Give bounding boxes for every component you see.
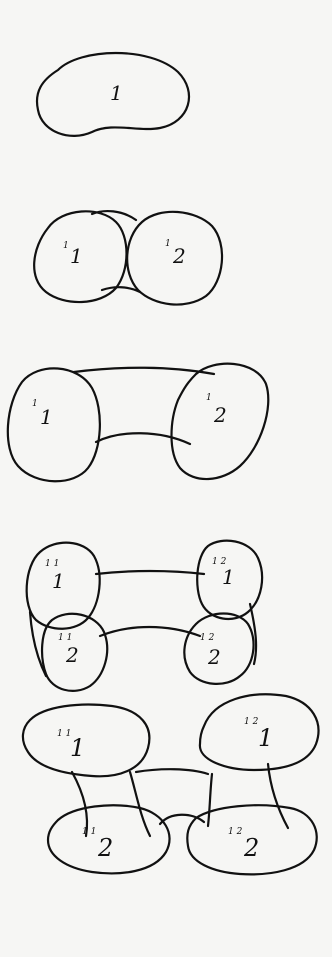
cell-left-lower-superscript: 1 1 xyxy=(82,827,96,837)
bridge-top xyxy=(74,368,214,374)
left-stalk-right xyxy=(130,772,150,836)
cell-left-upper-superscript: 1 1 xyxy=(45,559,59,569)
cell-left-lower-superscript: 1 1 xyxy=(58,633,72,643)
cell-right-superscript: 1 xyxy=(165,239,171,249)
bridge-bottom xyxy=(96,433,190,444)
connector-bottom xyxy=(102,287,140,292)
cell-right-label: 2 xyxy=(172,244,186,268)
stage-1: 1 xyxy=(37,53,189,136)
bridge-bottom xyxy=(100,627,200,636)
cell-right-label: 2 xyxy=(213,403,227,427)
cell-right-lower-label: 2 xyxy=(243,834,259,862)
cell-left-lower-label: 2 xyxy=(65,643,79,667)
cell-left-lower-label: 2 xyxy=(97,834,113,862)
cell-right-lower-superscript: 1 2 xyxy=(200,633,215,643)
cell-left-superscript: 1 xyxy=(32,399,38,409)
stage-4: 1 1 1 1 1 2 1 2 1 1 2 2 xyxy=(27,541,262,691)
cell-label: 1 xyxy=(110,81,123,105)
cell-left xyxy=(8,368,100,481)
cell-right-superscript: 1 xyxy=(206,393,212,403)
cell-right-upper-superscript: 1 2 xyxy=(244,717,259,727)
cell-right-lower-label: 2 xyxy=(207,645,221,669)
cell-right-upper-label: 1 xyxy=(258,724,273,752)
cell-right-lower-superscript: 1 2 xyxy=(228,827,243,837)
stage-3: 1 1 1 2 xyxy=(8,364,268,482)
cell-left-superscript: 1 xyxy=(63,241,69,251)
cell-left-upper xyxy=(23,705,149,777)
stage-2: 1 1 1 2 xyxy=(34,211,222,304)
right-stalk-left xyxy=(208,774,212,826)
cell-left-label: 1 xyxy=(40,405,53,429)
bridge-top xyxy=(136,769,208,774)
cell-right-upper-label: 1 xyxy=(222,565,235,589)
cell-left-label: 1 xyxy=(70,244,83,268)
bridge-top xyxy=(96,571,204,574)
cell-left-upper-label: 1 xyxy=(70,734,85,762)
right-stalk-right xyxy=(268,764,288,828)
stage-5: 1 1 1 1 2 1 1 1 2 1 2 2 xyxy=(23,694,319,874)
cell-left-upper-label: 1 xyxy=(52,569,65,593)
